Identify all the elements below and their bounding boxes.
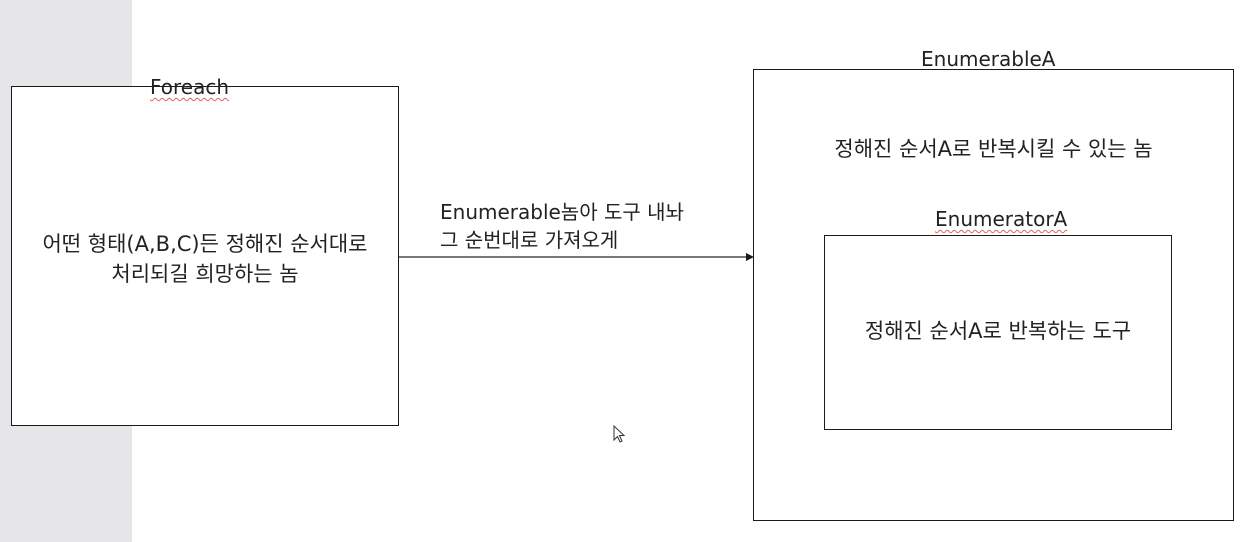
- foreach-title: Foreach: [150, 75, 230, 99]
- enumerable-title: EnumerableA: [921, 47, 1056, 71]
- enumerator-description: 정해진 순서A로 반복하는 도구: [864, 319, 1132, 343]
- connector-text: Enumerable놈아 도구 내놔 그 순번대로 가져오게: [440, 198, 684, 254]
- foreach-description: 어떤 형태(A,B,C)든 정해진 순서대로 처리되길 희망하는 놈: [12, 229, 398, 289]
- arrowhead-icon: [746, 253, 754, 261]
- enumerator-title: EnumeratorA: [935, 207, 1068, 231]
- foreach-box[interactable]: 어떤 형태(A,B,C)든 정해진 순서대로 처리되길 희망하는 놈: [11, 86, 399, 426]
- foreach-description-line2: 처리되길 희망하는 놈: [111, 262, 299, 286]
- connector-text-line2: 그 순번대로 가져오게: [440, 228, 619, 252]
- enumerator-box[interactable]: 정해진 순서A로 반복하는 도구: [824, 235, 1172, 430]
- foreach-description-line1: 어떤 형태(A,B,C)든 정해진 순서대로: [42, 232, 368, 256]
- connector-text-line1: Enumerable놈아 도구 내놔: [440, 200, 684, 224]
- enumerable-description: 정해진 순서A로 반복시킬 수 있는 놈: [834, 137, 1153, 161]
